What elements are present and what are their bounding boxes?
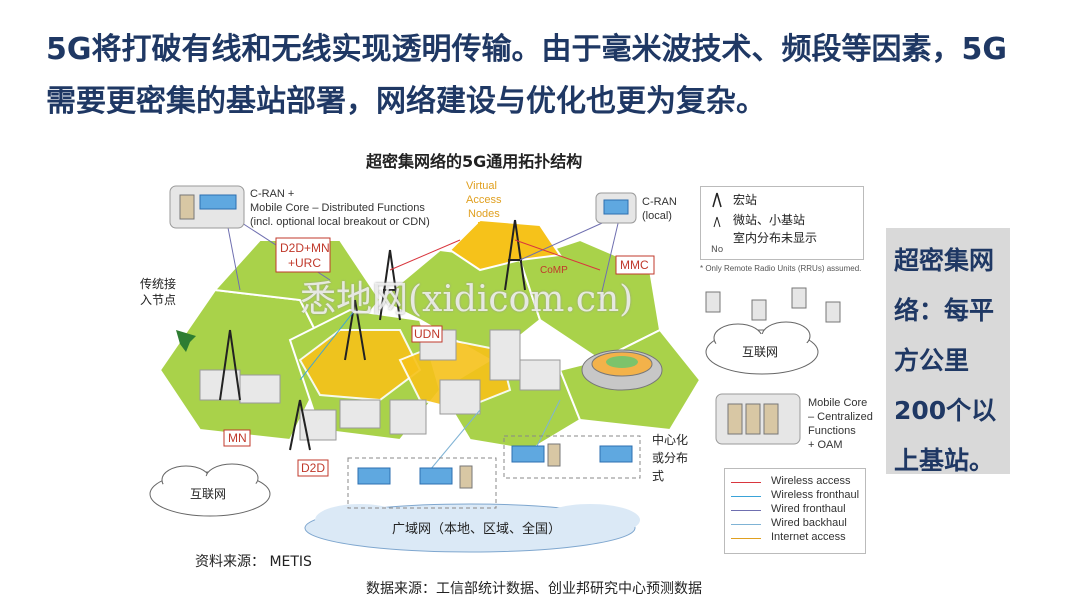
central-dist-group xyxy=(347,435,641,509)
diagram-title: 超密集网络的5G通用拓扑结构 xyxy=(366,152,583,171)
udn-label: UDN xyxy=(414,327,440,341)
van-line3: Nodes xyxy=(468,208,500,220)
sidebar-line: 超密集网 xyxy=(894,246,995,275)
wan-label: 广域网（本地、区域、全国） xyxy=(392,521,561,536)
cran-dist-line1: C-RAN + xyxy=(250,188,294,200)
internet-cloud-right: 互联网 xyxy=(705,321,819,375)
rru-note: * Only Remote Radio Units (RRUs) assumed… xyxy=(700,264,862,273)
key-macro: 宏站 xyxy=(733,193,758,207)
van-line2: Access xyxy=(466,194,502,206)
cran-dist-line2: Mobile Core – Distributed Functions xyxy=(250,202,425,214)
data-source: 数据来源：工信部统计数据、创业邦研究中心预测数据 xyxy=(366,581,702,597)
cran-dist-line3: (incl. optional local breakout or CDN) xyxy=(250,216,430,228)
heading-line-1: 5G将打破有线和无线实现透明传输。由于毫米波技术、频段等因素，5G xyxy=(46,32,1007,67)
central-dist-line1: 中心化 xyxy=(652,432,688,447)
slide-heading: 5G将打破有线和无线实现透明传输。由于毫米波技术、频段等因素，5G 需要更密集的… xyxy=(46,24,1056,128)
mobile-core-box xyxy=(715,393,801,445)
mobile-core-line2: – Centralized xyxy=(808,411,873,423)
internet-cloud-left: 互联网 xyxy=(149,463,271,517)
tags: D2D+MN +URC MMC CoMP UDN MN D2D xyxy=(223,237,655,477)
wan-cloud: 广域网（本地、区域、全国） xyxy=(304,503,640,553)
legend-swatch xyxy=(731,482,761,483)
d2d-mn-line2: +URC xyxy=(288,256,321,270)
legend-label: Internet access xyxy=(771,531,846,543)
diagram-source: 资料来源： METIS xyxy=(195,554,312,570)
sidebar-line: 上基站。 xyxy=(894,446,995,475)
internet-right-label: 互联网 xyxy=(742,345,778,359)
cran-local-line2: (local) xyxy=(642,210,672,222)
sidebar-text: 超密集网 络：每平 方公里 200个以 上基站。 xyxy=(894,236,1006,486)
cran-local-box xyxy=(595,192,637,224)
legend-swatch xyxy=(731,496,761,497)
legend-label: Wired fronthaul xyxy=(771,503,846,515)
legend-swatch xyxy=(731,538,761,539)
legend-swatch xyxy=(731,510,761,511)
devices-right xyxy=(705,287,841,323)
sidebar-line: 方公里 xyxy=(894,346,970,375)
d2d-label: D2D xyxy=(301,461,325,475)
legend-label: Wired backhaul xyxy=(771,517,847,529)
mn-label: MN xyxy=(228,431,247,445)
legend-swatch xyxy=(731,524,761,525)
internet-left-label: 互联网 xyxy=(190,487,226,501)
legend-label: Wireless access xyxy=(771,475,851,487)
central-dist-line2: 或分布 xyxy=(652,451,688,465)
van-line1: Virtual xyxy=(466,180,497,192)
watermark: 悉地网(xidicom.cn) xyxy=(300,279,634,320)
mobile-core-line1: Mobile Core xyxy=(808,397,867,409)
mmc-label: MMC xyxy=(620,258,649,272)
traditional-node-line2: 入节点 xyxy=(140,293,176,307)
central-dist-line3: 式 xyxy=(652,469,664,483)
traditional-node-line1: 传统接 xyxy=(140,276,176,291)
sidebar-line: 200个以 xyxy=(894,396,997,425)
mobile-core-line3: Functions xyxy=(808,425,856,437)
key-box: 宏站 微站、小基站 室内分布未显示 No xyxy=(700,186,864,260)
comp-label: CoMP xyxy=(540,265,568,276)
cran-distributed-box xyxy=(169,185,245,229)
tower-key-icons xyxy=(712,192,722,228)
d2d-mn-line1: D2D+MN xyxy=(280,241,330,255)
key-no: No xyxy=(711,245,724,255)
cran-local-line1: C-RAN xyxy=(642,196,677,208)
sidebar-box xyxy=(886,228,1010,474)
heading-line-2: 需要更密集的基站部署，网络建设与优化也更为复杂。 xyxy=(46,84,766,119)
sidebar-line: 络：每平 xyxy=(894,296,995,325)
text-labels: C-RAN + Mobile Core – Distributed Functi… xyxy=(140,180,873,483)
key-indoor: 室内分布未显示 xyxy=(733,231,818,245)
key-micro-small: 微站、小基站 xyxy=(733,213,806,227)
macro-towers xyxy=(219,219,526,451)
legend-label: Wireless fronthaul xyxy=(771,489,860,501)
virtual-access-arrow xyxy=(472,222,498,244)
mobile-core-line4: + OAM xyxy=(808,439,843,451)
legend: Wireless access Wireless fronthaul Wired… xyxy=(724,468,866,554)
traditional-node-arrow xyxy=(176,330,196,352)
stadium xyxy=(581,349,663,391)
